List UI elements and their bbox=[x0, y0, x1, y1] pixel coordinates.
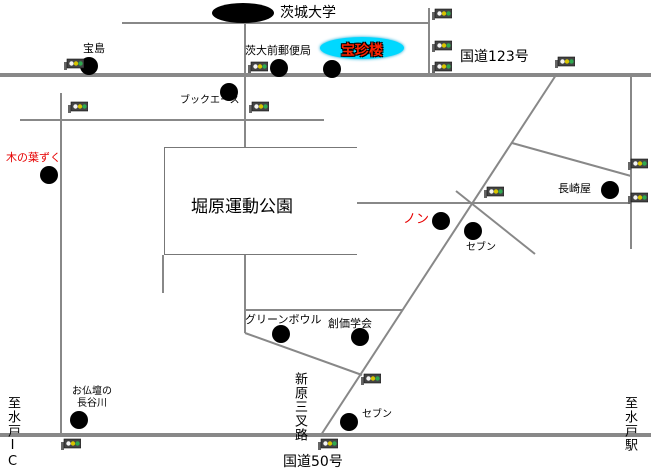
non-label: ノン bbox=[403, 212, 430, 227]
book-ace-marker bbox=[220, 83, 238, 101]
route-50-label: 国道50号 bbox=[283, 454, 343, 470]
traffic-light-icon bbox=[432, 8, 452, 20]
highlight-shop-marker-dot bbox=[323, 60, 341, 78]
route-123-label: 国道123号 bbox=[460, 49, 529, 65]
post-office-label: 茨大前郵便局 bbox=[245, 44, 311, 57]
highlight-shop-label: 宝珍楼 bbox=[341, 43, 383, 59]
diagonal-main-road bbox=[320, 74, 557, 436]
kinohazuku-label: 木の葉ずく bbox=[6, 151, 61, 164]
traffic-light-icon bbox=[248, 61, 268, 73]
green-bowl-marker bbox=[272, 325, 290, 343]
green-bowl-label: グリーンボウル bbox=[245, 313, 322, 326]
green-bowl-diagonal-road bbox=[244, 332, 363, 376]
to-mito-ic-label: 至水戸IC bbox=[5, 396, 20, 470]
park-label: 堀原運動公園 bbox=[191, 197, 293, 217]
university-marker-icon bbox=[212, 3, 274, 23]
butsudan-marker bbox=[70, 411, 88, 429]
park-block bbox=[164, 147, 357, 255]
traffic-light-icon bbox=[628, 158, 648, 170]
traffic-light-icon bbox=[432, 40, 452, 52]
seven-lower-marker bbox=[340, 413, 358, 431]
nagasakiya-marker bbox=[601, 181, 619, 199]
seven-upper-marker bbox=[464, 222, 482, 240]
shinhara-sansaro-label: 新原三叉路 bbox=[292, 372, 307, 442]
seven-upper-label: セブン bbox=[466, 242, 496, 253]
highlight-shop-marker: 宝珍楼 bbox=[320, 37, 404, 59]
traffic-light-icon bbox=[361, 373, 381, 385]
traffic-light-icon bbox=[61, 438, 81, 450]
seven-lower-label: セブン bbox=[362, 409, 392, 420]
traffic-light-icon bbox=[484, 186, 504, 198]
soka-gakkai-label: 創価学会 bbox=[328, 317, 372, 330]
traffic-light-icon bbox=[555, 56, 575, 68]
kinohazuku-marker bbox=[40, 166, 58, 184]
university-label: 茨城大学 bbox=[280, 5, 336, 21]
butsudan-label: お仏壇の 長谷川 bbox=[72, 386, 112, 409]
non-marker bbox=[432, 212, 450, 230]
traffic-light-icon bbox=[64, 58, 84, 70]
post-office-marker bbox=[270, 59, 288, 77]
nagasakiya-label: 長崎屋 bbox=[558, 182, 591, 195]
takarajima-label: 宝島 bbox=[83, 42, 105, 55]
traffic-light-icon bbox=[432, 61, 452, 73]
soka-gakkai-marker bbox=[351, 328, 369, 346]
traffic-light-icon bbox=[249, 101, 269, 113]
traffic-light-icon bbox=[318, 438, 338, 450]
traffic-light-icon bbox=[68, 101, 88, 113]
to-mito-station-label: 至水戸駅 bbox=[622, 396, 637, 452]
seven-branch-road bbox=[455, 190, 536, 255]
book-ace-label: ブックエース bbox=[180, 95, 240, 106]
east-branch-road bbox=[511, 142, 632, 177]
takarajima-marker bbox=[80, 57, 98, 75]
traffic-light-icon bbox=[628, 192, 648, 204]
